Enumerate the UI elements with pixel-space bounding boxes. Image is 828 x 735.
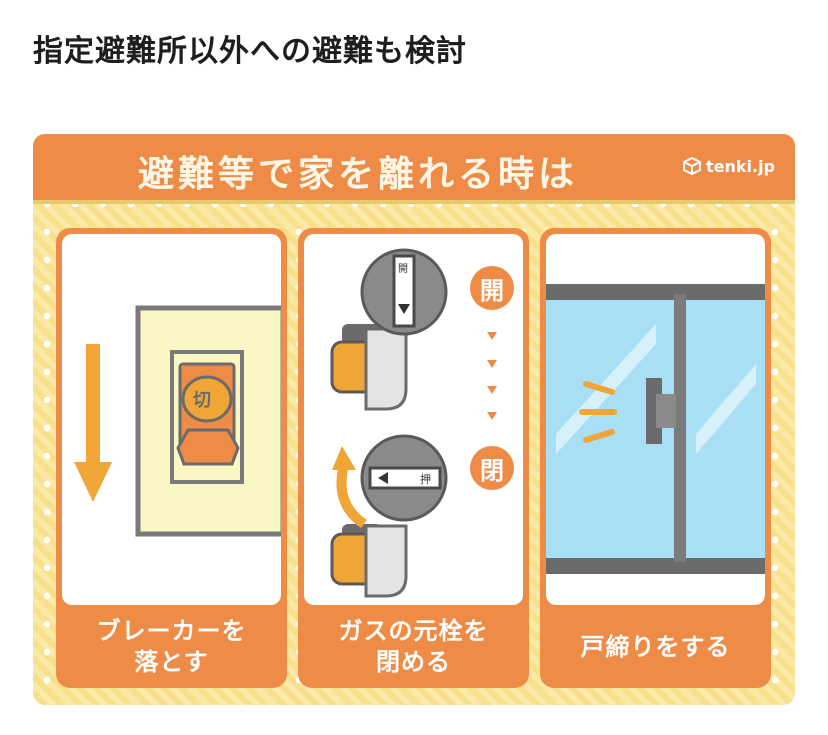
gas-valve-closed: 押 (330, 434, 448, 598)
page-heading: 指定避難所以外への避難も検討 (33, 34, 467, 69)
evacuation-infographic: 避難等で家を離れる時は tenki.jp (33, 134, 795, 705)
switch-label: 切 (193, 390, 211, 411)
window-lock-icon (646, 378, 676, 444)
cube-logo-icon (682, 156, 701, 176)
badge-open: 開 (470, 266, 514, 310)
infographic-title: 避難等で家を離れる時は (137, 154, 578, 195)
breaker-illustration: 切 (62, 234, 281, 605)
breaker-box (135, 305, 281, 537)
lever-open-text: 開 (398, 263, 408, 275)
lever-push-text: 押 (420, 472, 431, 486)
infographic-banner: 避難等で家を離れる時は tenki.jp (33, 134, 795, 204)
click-lines (579, 381, 617, 443)
down-arrow-icon (74, 344, 112, 502)
turn-arrow-icon (336, 462, 367, 529)
brand-name: tenki.jp (705, 156, 775, 176)
panel-gas: 開 押 (298, 228, 529, 688)
panel-window-label: 戸締りをする (580, 632, 731, 661)
gas-valve-illustration: 開 押 (304, 234, 523, 605)
panel-gas-label: ガスの元栓を 閉める (338, 617, 489, 676)
panel-window: 戸締りをする (540, 228, 771, 688)
panel-breaker: 切 ブレーカーを 落とす (56, 228, 287, 688)
panel-breaker-label: ブレーカーを 落とす (96, 617, 247, 676)
brand-logo: tenki.jp (682, 156, 775, 176)
dotted-triangles (487, 332, 497, 420)
badge-closed: 閉 (470, 446, 514, 490)
gas-valve-open: 開 (330, 248, 448, 411)
window-illustration (546, 234, 765, 605)
